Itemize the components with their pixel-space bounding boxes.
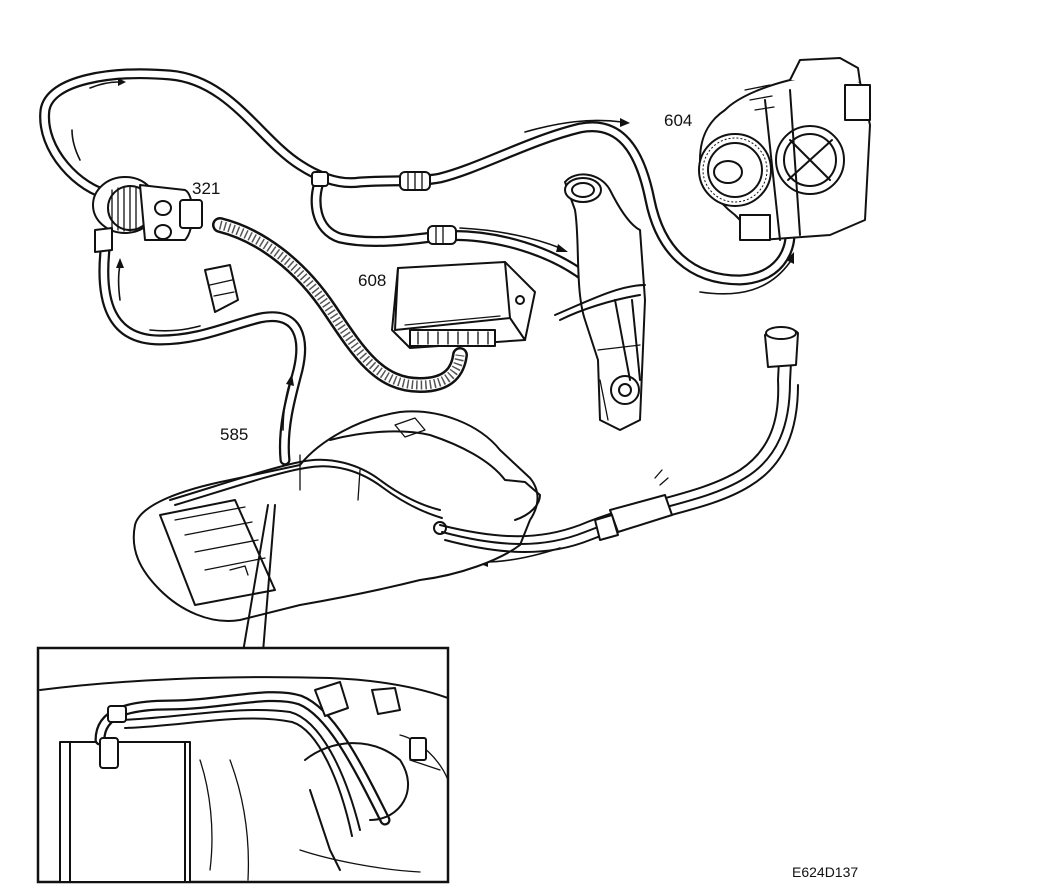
hose-canister-lower <box>98 244 307 466</box>
label-604: 604 <box>664 111 692 130</box>
label-608: 608 <box>358 271 386 290</box>
control-module <box>391 261 536 349</box>
fuel-lines <box>439 326 799 553</box>
hose-branch-middle <box>310 174 606 296</box>
reference-code: E624D137 <box>792 864 858 880</box>
throttle-body <box>698 57 871 241</box>
fuel-tank <box>132 410 541 622</box>
hose-connectors <box>204 171 457 313</box>
hose-corrugated <box>212 217 468 393</box>
canister-purge-valve <box>92 176 203 253</box>
inset-detail <box>36 646 450 884</box>
intake-pedal-assembly <box>554 173 646 431</box>
inset-pointer <box>242 504 276 653</box>
label-321: 321 <box>192 179 220 198</box>
label-585: 585 <box>220 425 248 444</box>
